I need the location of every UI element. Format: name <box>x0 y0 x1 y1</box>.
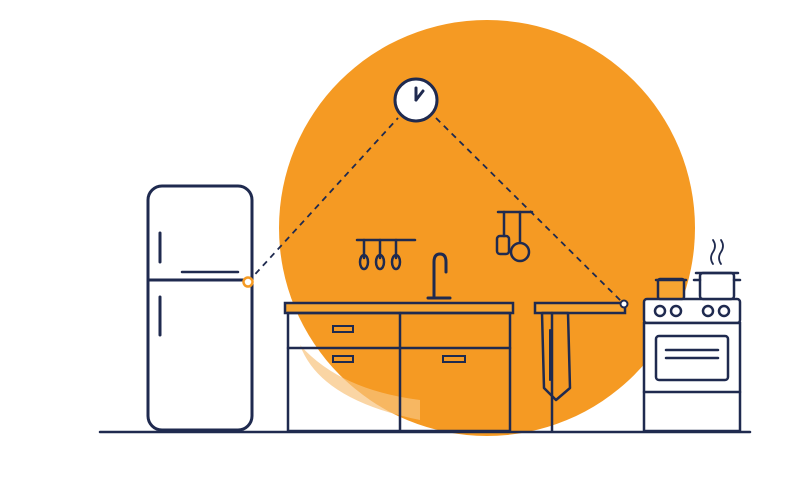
saucepan-icon <box>654 277 688 301</box>
stove-icon <box>642 297 742 433</box>
stove-point-dot <box>619 299 629 309</box>
drawer-handle <box>442 355 466 363</box>
triangle-line-fridge-clock <box>247 117 399 283</box>
fridge-point-dot <box>242 276 254 288</box>
hanging-spatula-icon <box>495 210 534 263</box>
side-counter-icon <box>533 299 629 433</box>
towel-icon <box>540 311 572 402</box>
wall-clock-icon <box>393 77 439 123</box>
counter-shadow <box>300 345 420 420</box>
cooking-pot-icon <box>692 271 742 301</box>
steam-icon <box>710 239 724 265</box>
drawer-handle <box>332 325 354 333</box>
refrigerator-icon <box>146 184 254 432</box>
hanging-ladles-icon <box>355 238 417 271</box>
faucet-icon <box>426 252 452 300</box>
drawer-handle <box>332 355 354 363</box>
accent-circle <box>279 20 695 436</box>
sink-counter-icon <box>283 301 515 433</box>
